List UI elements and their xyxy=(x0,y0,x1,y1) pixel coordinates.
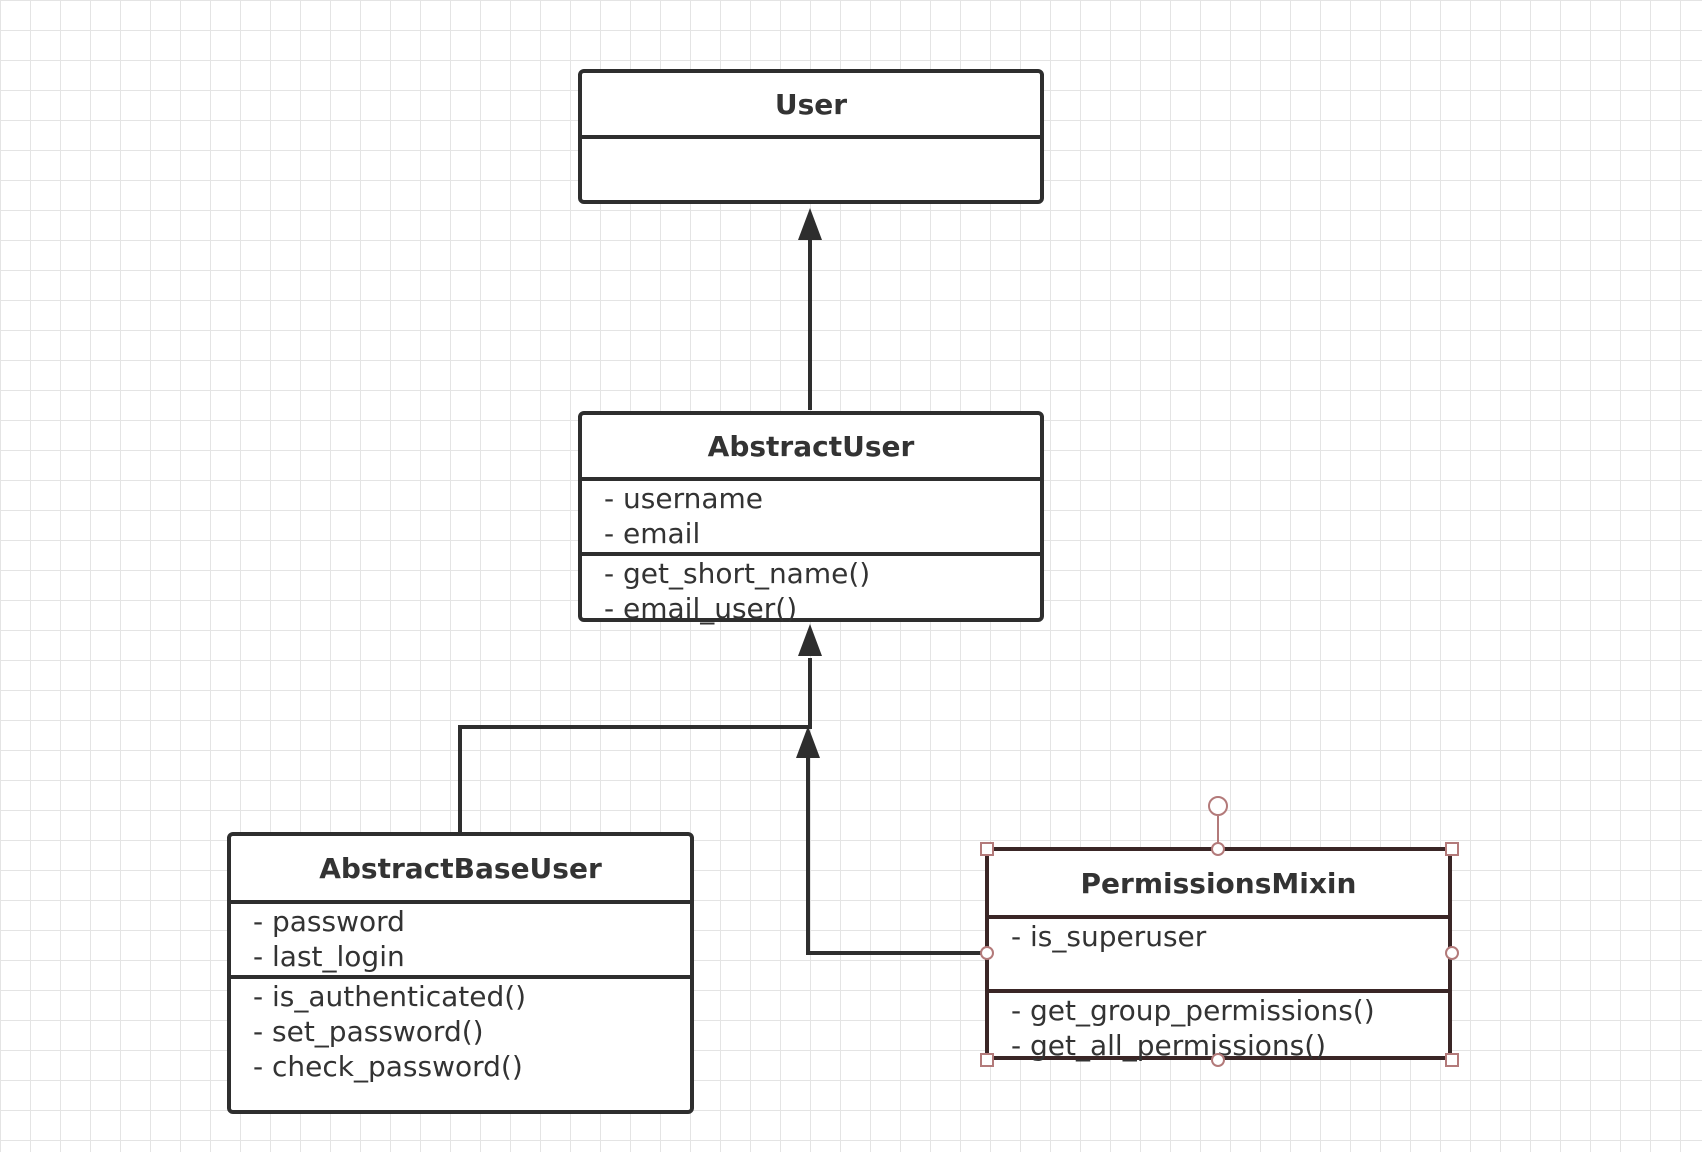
attribute-password: - password xyxy=(253,905,405,938)
class-user-name: User xyxy=(582,73,1040,139)
canvas-bottom-edge xyxy=(0,1152,1702,1156)
class-abstractuser-attributes: - username - email xyxy=(582,481,1040,552)
method-get-short-name: - get_short_name() xyxy=(604,557,871,590)
resize-handle-bottom-left[interactable] xyxy=(980,1053,994,1067)
resize-handle-top-left[interactable] xyxy=(980,842,994,856)
method-get-all-permissions: - get_all_permissions() xyxy=(1011,1029,1327,1062)
class-user[interactable]: User xyxy=(578,69,1044,204)
class-user-attributes xyxy=(582,139,1040,200)
connection-point-bottom[interactable] xyxy=(1211,1053,1225,1067)
rotate-handle[interactable] xyxy=(1208,796,1228,816)
attribute-username: - username xyxy=(604,482,763,515)
connection-point-right[interactable] xyxy=(1445,946,1459,960)
connection-point-left[interactable] xyxy=(980,946,994,960)
connection-point-top[interactable] xyxy=(1211,842,1225,856)
class-abstractuser-methods: - get_short_name() - email_user() xyxy=(582,552,1040,625)
method-is-authenticated: - is_authenticated() xyxy=(253,980,527,1013)
method-get-group-permissions: - get_group_permissions() xyxy=(1011,994,1375,1027)
attribute-email: - email xyxy=(604,517,701,550)
class-abstractbaseuser[interactable]: AbstractBaseUser - password - last_login… xyxy=(227,832,694,1114)
attribute-last-login: - last_login xyxy=(253,940,405,973)
class-abstractbaseuser-name: AbstractBaseUser xyxy=(231,836,690,904)
attribute-is-superuser: - is_superuser xyxy=(1011,920,1207,953)
class-abstractbaseuser-attributes: - password - last_login xyxy=(231,904,690,975)
method-set-password: - set_password() xyxy=(253,1015,484,1048)
class-permissionsmixin-attributes: - is_superuser xyxy=(989,919,1448,989)
class-permissionsmixin-methods: - get_group_permissions() - get_all_perm… xyxy=(989,989,1448,1062)
resize-handle-top-right[interactable] xyxy=(1445,842,1459,856)
class-abstractbaseuser-methods: - is_authenticated() - set_password() - … xyxy=(231,975,690,1110)
class-permissionsmixin[interactable]: PermissionsMixin - is_superuser - get_gr… xyxy=(985,847,1452,1062)
class-abstractuser[interactable]: AbstractUser - username - email - get_sh… xyxy=(578,411,1044,625)
class-abstractuser-name: AbstractUser xyxy=(582,415,1040,481)
method-email-user: - email_user() xyxy=(604,592,798,625)
class-permissionsmixin-name: PermissionsMixin xyxy=(989,851,1448,919)
resize-handle-bottom-right[interactable] xyxy=(1445,1053,1459,1067)
method-check-password: - check_password() xyxy=(253,1050,523,1083)
